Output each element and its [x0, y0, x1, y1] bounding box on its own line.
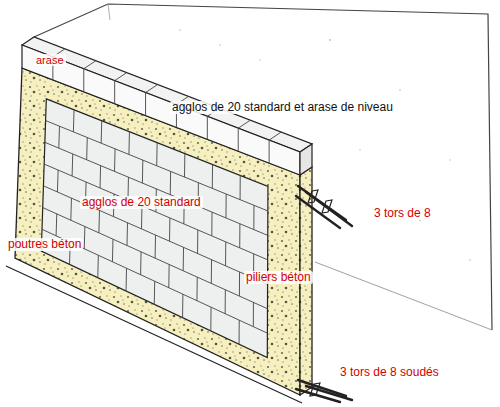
block-joint [239, 320, 240, 344]
block-joint [197, 230, 198, 254]
block-joint [112, 239, 114, 262]
block-joint [169, 218, 170, 241]
block-joint [56, 214, 58, 236]
block-joint [225, 194, 226, 218]
block-joint [211, 212, 212, 236]
block-joint [140, 252, 141, 275]
block-joint [114, 149, 116, 172]
block-joint [97, 255, 99, 277]
block-joint [145, 93, 146, 116]
block-joint [84, 61, 96, 69]
block-joint [84, 227, 86, 249]
block-joint [184, 154, 185, 177]
block-joint [269, 132, 281, 140]
block-joint [58, 126, 60, 148]
block-joint [168, 264, 169, 287]
part-label: 3 tors de 8 soudés [338, 366, 441, 379]
block-joint [212, 165, 213, 189]
block-joint [142, 160, 143, 183]
block-joint [239, 224, 240, 248]
part-label: piliers béton [244, 271, 313, 284]
block-panel [41, 99, 268, 358]
block-joint [211, 260, 212, 284]
block-joint [86, 138, 88, 160]
block-joint [170, 171, 171, 194]
block-joint [43, 186, 267, 284]
block-joint [115, 73, 127, 81]
block-joint [101, 121, 103, 143]
block-joint [141, 206, 142, 229]
block-joint [46, 121, 268, 211]
block-infill [41, 99, 268, 358]
block-joint [98, 210, 100, 232]
block-joint [207, 116, 208, 139]
rebar-top [296, 186, 352, 228]
block-joint [72, 154, 74, 176]
block-joint [156, 143, 157, 166]
block-joint [240, 176, 241, 200]
part-label: agglos de 20 standard [80, 196, 203, 209]
block-joint [155, 235, 156, 258]
course-end [300, 144, 312, 175]
block-joint [238, 128, 239, 151]
block-joint [146, 85, 158, 93]
block-joint [154, 281, 155, 304]
block-joint [100, 166, 102, 188]
block-joint [239, 272, 240, 296]
note-label: agglos de 20 standard et arase de niveau [170, 101, 395, 114]
part-label: poutres béton [6, 238, 83, 251]
part-label: 3 tors de 8 [372, 207, 433, 220]
block-joint [196, 277, 197, 301]
block-joint [114, 81, 115, 104]
block-joint [45, 142, 268, 235]
block-joint [182, 294, 183, 317]
block-joint [128, 132, 129, 155]
block-joint [70, 198, 72, 220]
block-joint [43, 208, 268, 309]
block-joint [127, 223, 128, 246]
block-joint [210, 307, 211, 331]
part-label: arase [34, 54, 66, 66]
block-joint [73, 110, 75, 132]
block-joint [225, 290, 226, 314]
block-joint [238, 120, 250, 128]
block-joint [269, 140, 270, 163]
block-joint [57, 170, 59, 192]
block-joint [253, 302, 254, 326]
block-joint [126, 268, 127, 291]
rebar-bottom [296, 380, 352, 402]
block-joint [225, 242, 226, 266]
block-joint [83, 69, 84, 92]
block-joint [183, 247, 184, 270]
block-joint [253, 205, 254, 229]
